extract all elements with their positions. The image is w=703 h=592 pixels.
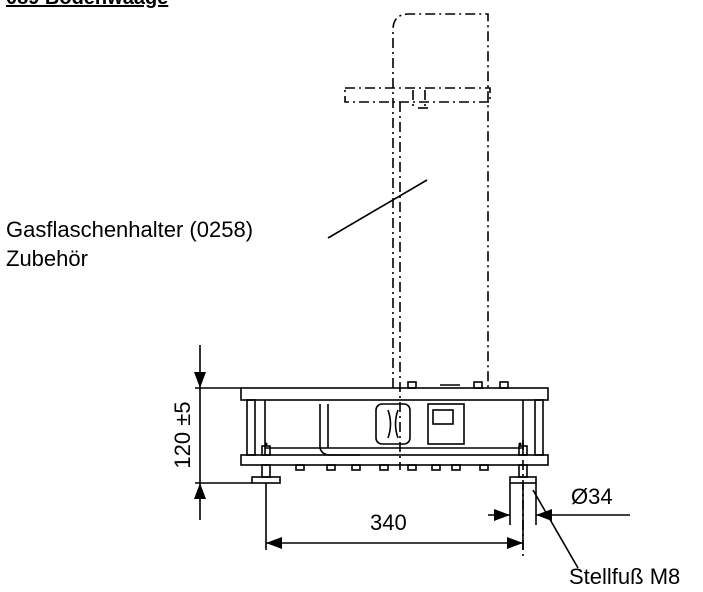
gas-cylinder-holder-outline bbox=[344, 13, 491, 470]
height-dimension-label: 120 ±5 bbox=[170, 401, 195, 469]
top-plate bbox=[240, 387, 549, 401]
width-dimension bbox=[265, 483, 524, 550]
page-title: 089 Bodenwaage bbox=[6, 0, 168, 8]
holder-leader-line bbox=[327, 179, 428, 239]
holder-label-line2: Zubehör bbox=[6, 246, 88, 271]
foot-leader-line bbox=[532, 489, 579, 569]
foot-label: Stellfuß M8 bbox=[569, 564, 681, 589]
width-dimension-label: 340 bbox=[370, 510, 407, 535]
load-cell bbox=[319, 403, 465, 456]
foot-diameter-label: Ø34 bbox=[571, 484, 613, 509]
bottom-frame bbox=[240, 454, 549, 466]
holder-label-line1: Gasflaschenhalter (0258) bbox=[6, 217, 254, 242]
